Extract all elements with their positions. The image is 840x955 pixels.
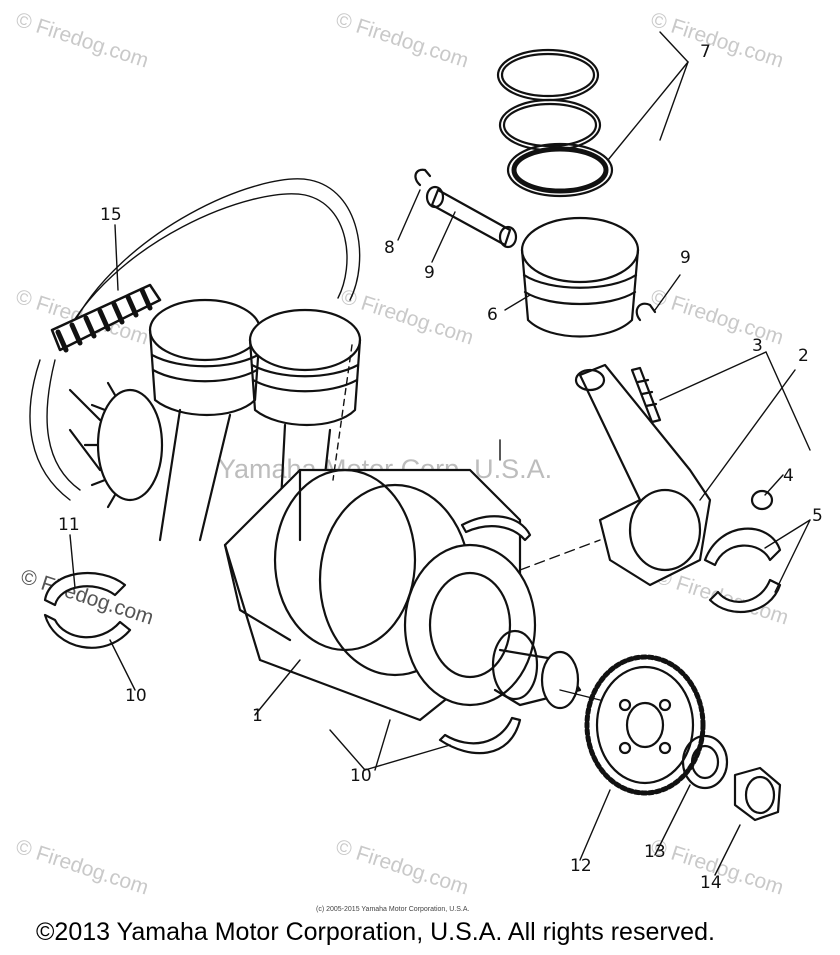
copyright-notice: ©2013 Yamaha Motor Corporation, U.S.A. A… <box>36 918 715 946</box>
callout-12: 12 <box>570 856 592 876</box>
callout-9: 8 <box>384 238 395 258</box>
nut-14 <box>733 766 782 822</box>
callout-15: 15 <box>100 205 122 225</box>
callout-5: 5 <box>812 506 823 526</box>
small-credit: (c) 2005-2015 Yamaha Motor Corporation, … <box>316 906 470 913</box>
callout-13: 13 <box>644 842 666 862</box>
callout-6: 6 <box>487 305 498 325</box>
connecting-rod-2 <box>574 363 712 587</box>
rod-nut-4 <box>750 489 774 511</box>
piston-rings-7 <box>496 48 614 198</box>
callout-14: 14 <box>700 873 722 893</box>
callout-4: 4 <box>783 466 794 486</box>
bearing-shell-5 <box>703 527 782 614</box>
callout-7: 7 <box>700 42 711 62</box>
callout-10: 10 <box>350 766 372 786</box>
leader-lines <box>69 31 811 876</box>
bearing-shell-10-top <box>438 515 532 755</box>
callout-3: 3 <box>752 336 763 356</box>
main-bearing-10-11 <box>43 571 132 649</box>
piston-6 <box>520 216 640 338</box>
chain-segment-15 <box>50 283 162 353</box>
callout-9: 9 <box>680 248 691 268</box>
circlip-9-left <box>414 168 432 187</box>
crankshaft-1 <box>223 468 582 722</box>
primary-gear-12 <box>584 654 706 796</box>
timing-chain <box>29 178 361 501</box>
circlip-9-right <box>635 302 657 322</box>
callout-1: 1 <box>252 706 263 726</box>
crank-sprocket-left <box>68 381 164 509</box>
rod-bolt-3 <box>630 366 662 424</box>
callout-2: 2 <box>798 346 809 366</box>
callout-8: 9 <box>424 263 435 283</box>
washer-13 <box>681 734 729 790</box>
callout-11: 11 <box>58 515 80 535</box>
piston-pair-assembly <box>148 298 362 542</box>
piston-pin-8 <box>425 185 518 249</box>
callout-10: 10 <box>125 686 147 706</box>
